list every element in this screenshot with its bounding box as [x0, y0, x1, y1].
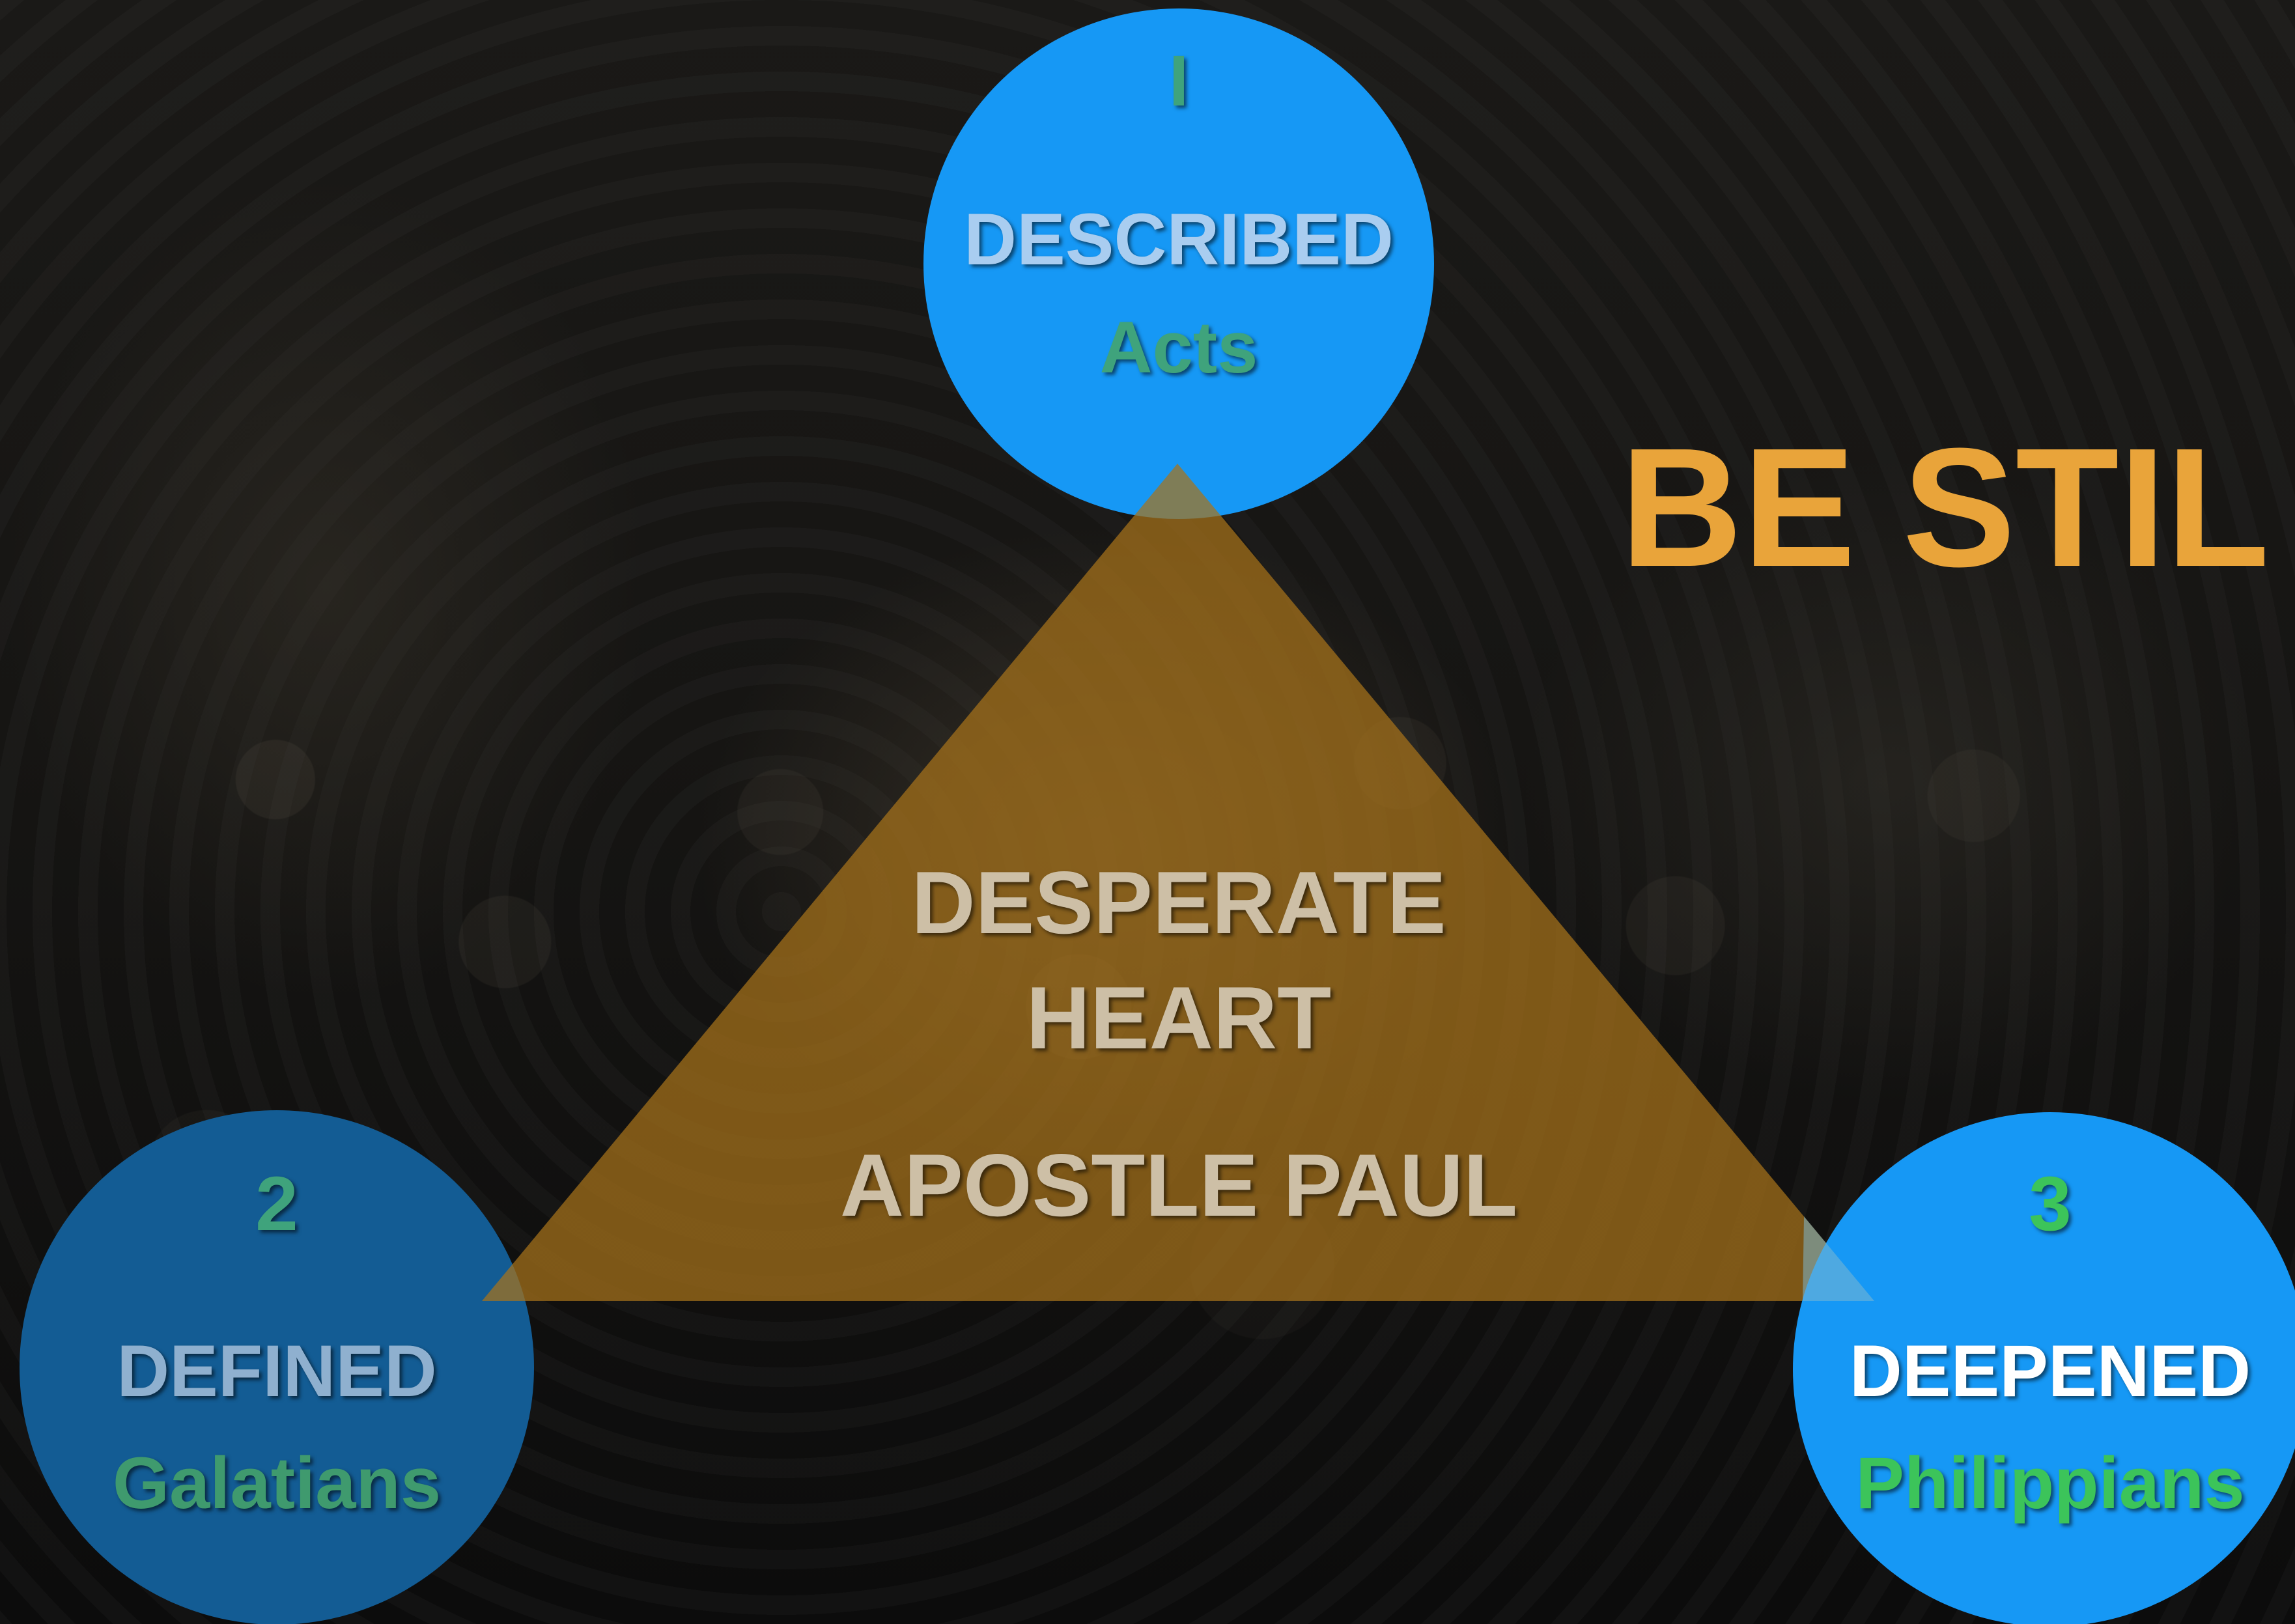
center-triangle	[482, 464, 1874, 1301]
center-line1: DESPERATE	[911, 853, 1446, 952]
slide-title: BE STIL	[1620, 413, 2270, 602]
center-subtitle: APOSTLE PAUL	[839, 1136, 1518, 1235]
left-node-label: DEFINED	[117, 1330, 437, 1412]
left-node-number: 2	[255, 1161, 298, 1247]
center-line2: HEART	[1026, 968, 1332, 1067]
top-node-label: DESCRIBED	[964, 199, 1394, 280]
left-circle	[20, 1110, 534, 1624]
right-circle	[1793, 1112, 2295, 1624]
right-node-label: DEEPENED	[1849, 1330, 2251, 1412]
top-node-number: I	[1168, 41, 1189, 121]
top-circle	[923, 8, 1434, 519]
right-overlap	[1803, 1216, 1874, 1301]
right-node-book: Philippians	[1855, 1442, 2245, 1524]
top-node-book: Acts	[1099, 307, 1258, 388]
right-node-number: 3	[2029, 1161, 2072, 1247]
left-node-book: Galatians	[112, 1442, 442, 1524]
